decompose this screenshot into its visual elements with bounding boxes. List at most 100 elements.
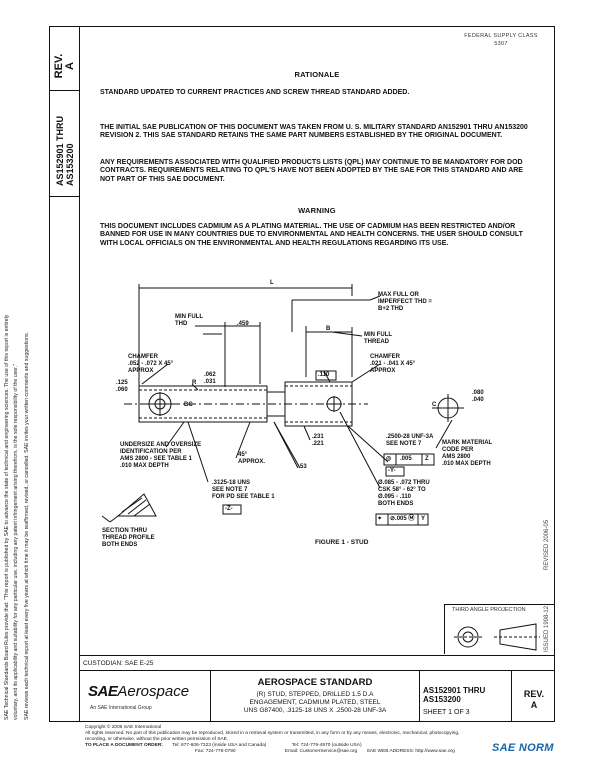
deg45-line-2: APPROX. (238, 459, 266, 465)
undersize-line-1: UNDERSIZE AND OVERSIZE (120, 442, 202, 448)
max-full-line-1: MAX FULL OR (378, 292, 419, 298)
sae-norm-watermark: SAE NORM (492, 742, 554, 754)
dim-BC: BC (184, 402, 193, 408)
initial-publication-paragraph: THE INITIAL SAE PUBLICATION OF THIS DOCU… (100, 124, 528, 140)
min-full-thread-line-1: MIN FULL (364, 332, 392, 338)
thread-b-line-1: .3125-18 UNS (212, 480, 251, 486)
fcf-concentricity-datum: Z (425, 456, 429, 462)
dim-radius-upper: .062 (204, 372, 216, 378)
dim-53: 53 (300, 464, 307, 470)
contact-line: Fax: 724-776-0790 Email: CustomerService… (85, 749, 555, 755)
sae-board-rules-notice: SAE Technical Standards Board Rules prov… (4, 100, 46, 720)
mark-line-3: AMS 2800 (442, 454, 471, 460)
undersize-line-3: AMS 2800 - SEE TABLE 1 (120, 456, 192, 462)
datum-y: -Y- (388, 468, 396, 474)
rationale-text: STANDARD UPDATED TO CURRENT PRACTICES AN… (100, 89, 410, 96)
qpl-paragraph: ANY REQUIREMENTS ASSOCIATED WITH QUALIFI… (100, 159, 523, 183)
undersize-line-2: IDENTIFICATION PER (120, 449, 182, 455)
order-fax: Fax: 724-776-0790 (195, 749, 236, 754)
dim-R: R (192, 380, 197, 386)
thread-a-line-2: SEE NOTE 7 (386, 441, 422, 447)
fcf-concentricity-tolerance: .005 (400, 456, 412, 462)
max-full-line-2: IMPERFECT THD = (378, 299, 432, 305)
notice-line-3: SAE reviews each technical report at lea… (24, 332, 30, 720)
standard-description: (R) STUD, STEPPED, DRILLED 1.5 D.A ENGAG… (213, 691, 417, 715)
rights-line-2: recording, or otherwise, without the pri… (85, 737, 229, 742)
thread-a-line-1: .2500-28 UNF-3A (386, 434, 434, 440)
dim-459: .459 (237, 321, 249, 327)
label-undersize: UNDERSIZE AND OVERSIZE IDENTIFICATION PE… (120, 442, 201, 470)
label-chamfer-right: CHAMFER .021 - .041 X 45° APPROX (370, 354, 415, 375)
label-chamfer-left: CHAMFER .052 - .072 X 45° APPROX (128, 354, 173, 375)
description-line-3: UNS G87400, .3125-18 UNS X .2500-28 UNF-… (243, 707, 387, 714)
dim-125: .125 (116, 380, 128, 386)
sae-web-address[interactable]: SAE WEB ADDRESS: http://www.sae.org (366, 749, 455, 754)
title-block-divider (419, 670, 420, 722)
title-block-custodian-rule (79, 670, 555, 671)
standard-title: AEROSPACE STANDARD (257, 677, 373, 688)
chamfer-right-line-3: APPROX (370, 368, 396, 374)
label-mark-material: MARK MATERIAL CODE PER AMS 2800 .010 MAX… (442, 440, 492, 468)
document-side-strip (49, 26, 79, 722)
dim-040: .040 (472, 397, 484, 403)
hole-line-3: Ø.095 - .110 (378, 494, 412, 500)
doc-number-line-1: AS152901 THRU (423, 686, 486, 695)
strip-divider (49, 196, 79, 197)
title-block-top-rule (79, 655, 555, 656)
order-label: TO PLACE A DOCUMENT ORDER: (85, 743, 163, 748)
strip-document-number: AS152901 THRU AS153200 (55, 116, 75, 186)
dim-060: .060 (116, 387, 128, 393)
dim-radius-lower: .031 (204, 379, 216, 385)
max-full-line-3: B+2 THD (378, 306, 404, 312)
third-angle-projection-box (444, 604, 554, 654)
logo-aerospace: Aerospace (117, 683, 190, 700)
label-45-approx: 45° APPROX. (238, 452, 265, 466)
fcf-concentricity-symbol: ◎ (386, 456, 392, 462)
label-min-full-thd: MIN FULL THD (175, 314, 203, 328)
stud-drawing: L MAX FULL OR IMPERFECT THD = B+2 THD MI… (80, 272, 554, 582)
dim-221: .221 (312, 441, 324, 447)
chamfer-right-line-1: CHAMFER (370, 354, 400, 360)
order-email[interactable]: Email: CustomerService@sae.org (284, 749, 358, 754)
third-angle-projection-icon (454, 623, 540, 651)
dim-radius: .062 .031 (204, 372, 216, 386)
order-tel-outside: Tel: 724-776-4970 (outside USA) (291, 743, 362, 748)
sae-aerospace-logo: SAEAerospace (88, 683, 189, 700)
order-tel-inside: Tel: 877-606-7323 (inside USA and Canada… (172, 743, 267, 748)
rev-value: A (530, 700, 538, 710)
rationale-title: RATIONALE (294, 70, 340, 79)
chamfer-left-line-3: APPROX (128, 368, 154, 374)
federal-supply-class: FEDERAL SUPPLY CLASS 5307 (452, 29, 550, 51)
logo-subtitle: An SAE International Group (90, 705, 152, 711)
description-line-2: ENGAGEMENT, CADMIUM PLATED, STEEL (249, 699, 381, 706)
copyright-line: Copyright © 2006 SAE International (85, 725, 162, 730)
section-line-2: THREAD PROFILE (102, 535, 155, 541)
figure-caption: FIGURE 1 - STUD (315, 539, 369, 546)
dim-B: B (326, 326, 331, 332)
datum-z: -Z- (225, 506, 233, 512)
min-full-thread-line-2: THREAD (364, 339, 389, 345)
notice-line-1: SAE Technical Standards Board Rules prov… (4, 314, 10, 720)
chamfer-left-line-2: .052 - .072 X 45° (128, 361, 174, 367)
third-angle-label: THIRD ANGLE PROJECTION (452, 607, 526, 613)
fed-class-value: 5307 (494, 41, 508, 47)
rights-line: All rights reserved. No part of this pub… (85, 731, 460, 736)
strip-doc-line-2: AS153200 (65, 143, 75, 186)
thread-b-line-2: SEE NOTE 7 (212, 487, 248, 493)
dim-125-060: .125 .060 (116, 380, 128, 394)
strip-divider (49, 90, 79, 91)
hole-line-2: CSK 58° - 62° TO (378, 487, 426, 493)
deg45-line-1: 45° (238, 452, 248, 458)
fcf-position-datum: Y (421, 516, 426, 522)
copyright-footer: Copyright © 2006 SAE International All r… (85, 725, 555, 755)
min-full-thd-line-1: MIN FULL (175, 314, 203, 320)
section-line-1: SECTION THRU (102, 528, 147, 534)
label-max-full: MAX FULL OR IMPERFECT THD = B+2 THD (378, 292, 432, 313)
thread-b-line-3: FOR PD SEE TABLE 1 (212, 494, 275, 500)
doc-number-line-2: AS153200 (423, 695, 461, 704)
notice-line-2: voluntary, and its applicability and sui… (13, 364, 19, 720)
document-number: AS152901 THRU AS153200 (423, 686, 485, 704)
revision-block: REV. A (514, 689, 554, 711)
dim-231-221: .231 .221 (312, 434, 324, 448)
sheet-number: SHEET 1 OF 3 (423, 709, 470, 716)
